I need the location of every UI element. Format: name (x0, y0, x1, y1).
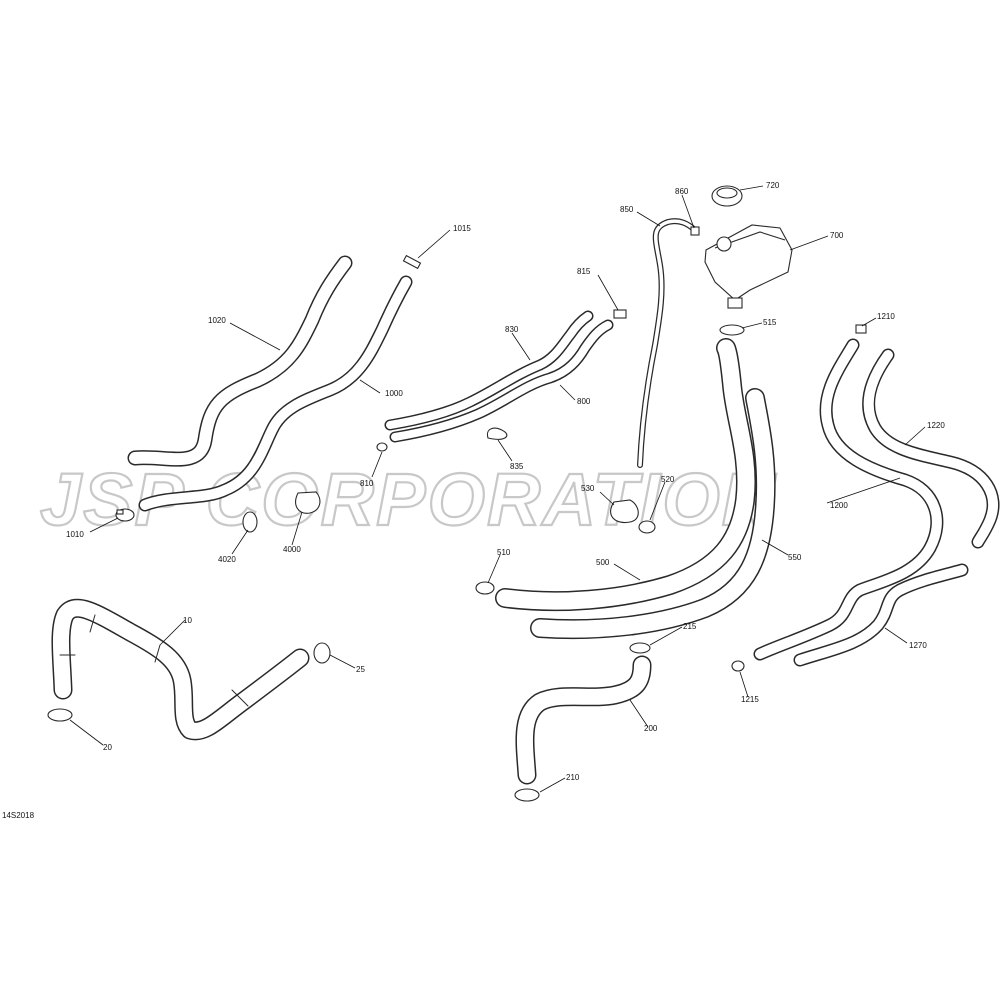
callout-4020: 4020 (218, 555, 236, 564)
callout-215: 215 (683, 622, 697, 631)
hose-200[interactable] (515, 655, 652, 785)
callout-1210: 1210 (877, 312, 895, 321)
callout-1215: 1215 (741, 695, 759, 704)
callout-850: 850 (620, 205, 634, 214)
hose-850[interactable] (637, 218, 698, 468)
clamp-810[interactable] (376, 442, 388, 452)
callout-815: 815 (577, 267, 591, 276)
clamp-510[interactable] (475, 581, 495, 595)
callout-810: 810 (360, 479, 374, 488)
hose-1200[interactable] (753, 338, 944, 661)
hoses-layer (51, 218, 1000, 785)
callout-1020: 1020 (208, 316, 226, 325)
cap-860[interactable] (690, 226, 700, 236)
callout-1270: 1270 (909, 641, 927, 650)
callout-1200: 1200 (830, 501, 848, 510)
callout-515: 515 (763, 318, 777, 327)
callout-4000: 4000 (283, 545, 301, 554)
callout-10: 10 (183, 616, 192, 625)
hose-1220[interactable] (862, 348, 1000, 549)
callout-835: 835 (510, 462, 524, 471)
callout-25: 25 (356, 665, 365, 674)
callout-1220: 1220 (927, 421, 945, 430)
clamp-4020[interactable] (242, 511, 258, 533)
callout-530: 530 (581, 484, 595, 493)
fitting-1210[interactable] (855, 324, 867, 334)
clip-815[interactable] (613, 309, 627, 319)
callout-20: 20 (103, 743, 112, 752)
hose-1270[interactable] (793, 563, 969, 667)
clamp-25[interactable] (313, 642, 331, 664)
tank-700[interactable] (704, 224, 793, 309)
fitting-1015[interactable] (402, 254, 422, 270)
clamp-515[interactable] (719, 324, 745, 336)
callout-1010: 1010 (66, 530, 84, 539)
callout-210: 210 (566, 773, 580, 782)
callout-520: 520 (661, 475, 675, 484)
callout-800: 800 (577, 397, 591, 406)
callout-860: 860 (675, 187, 689, 196)
leader-lines (69, 185, 926, 793)
hose-1020[interactable] (127, 255, 353, 467)
hose-1000[interactable] (138, 275, 413, 512)
clamp-215[interactable] (629, 642, 651, 654)
clamp-530[interactable] (610, 499, 639, 524)
hose-800[interactable] (389, 319, 614, 443)
clamp-4000[interactable] (295, 491, 321, 514)
hose-500[interactable] (495, 338, 756, 612)
callout-1000: 1000 (385, 389, 403, 398)
callout-830: 830 (505, 325, 519, 334)
clamp-1010[interactable] (115, 508, 135, 522)
hose-550[interactable] (530, 388, 776, 640)
callout-720: 720 (766, 181, 780, 190)
clamp-520[interactable] (638, 520, 656, 534)
hose-10[interactable] (51, 598, 310, 741)
diagram-code: 14S2018 (2, 811, 35, 820)
clamp-835[interactable] (486, 427, 508, 440)
hose-830[interactable] (384, 310, 594, 431)
callout-1015: 1015 (453, 224, 471, 233)
callout-200: 200 (644, 724, 658, 733)
clamp-1215[interactable] (731, 660, 745, 672)
clamp-20[interactable] (47, 708, 73, 722)
clamp-210[interactable] (514, 788, 540, 802)
parts-layer (47, 185, 867, 802)
callout-500: 500 (596, 558, 610, 567)
callout-550: 550 (788, 553, 802, 562)
callout-700: 700 (830, 231, 844, 240)
callout-510: 510 (497, 548, 511, 557)
callout-labels: 1020 1000 1015 1010 4020 4000 810 830 80… (66, 181, 945, 782)
cap-720[interactable] (711, 185, 743, 207)
